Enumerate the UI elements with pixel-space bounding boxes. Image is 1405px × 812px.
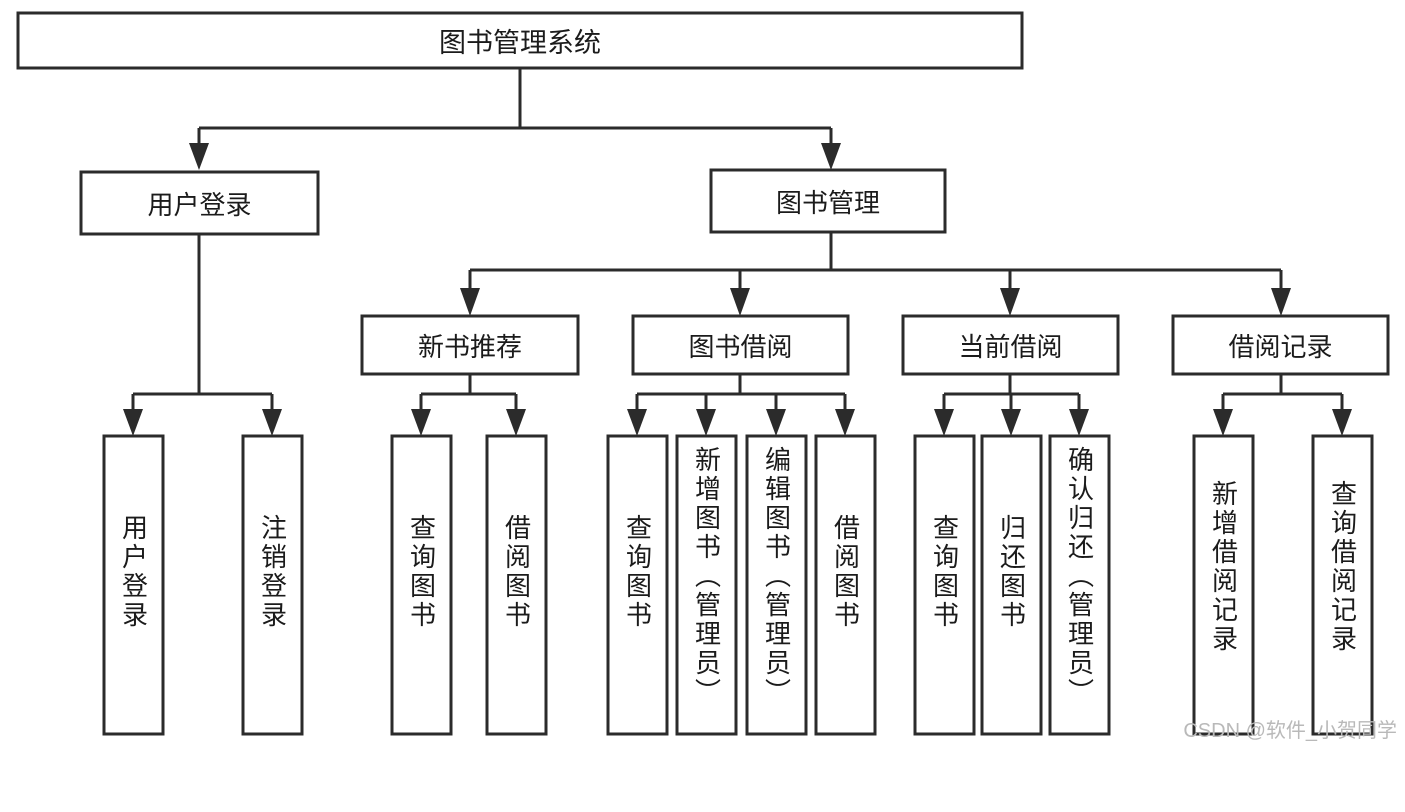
node-box-leaf-query-book-borrow[interactable] xyxy=(606,434,669,736)
flowchart-canvas xyxy=(16,11,1390,736)
arrow-head-leaf-query-book-borrow xyxy=(627,409,647,436)
arrow-head-book-management xyxy=(821,143,841,170)
diagram-root: 图书管理系统 用户登录 图书管理 新书推荐 图书借阅 当前借阅 借阅记录 用户登… xyxy=(16,11,1397,742)
arrow-head-new-book-recommend xyxy=(460,288,480,316)
node-box-leaf-add-book[interactable] xyxy=(675,434,738,736)
node-box-book-management[interactable] xyxy=(709,168,947,234)
node-box-leaf-query-book-current[interactable] xyxy=(913,434,976,736)
arrow-head-leaf-borrow-book-rec xyxy=(506,409,526,436)
arrow-head-leaf-borrow-book xyxy=(835,409,855,436)
node-box-leaf-borrow-book-rec[interactable] xyxy=(485,434,548,736)
node-box-leaf-edit-book[interactable] xyxy=(745,434,808,736)
arrow-head-leaf-query-book-rec xyxy=(411,409,431,436)
node-box-borrow-record[interactable] xyxy=(1171,314,1390,376)
node-box-leaf-user-login[interactable] xyxy=(102,434,165,736)
arrow-head-leaf-edit-book xyxy=(766,409,786,436)
node-box-root[interactable] xyxy=(16,11,1024,70)
node-box-user-login[interactable] xyxy=(79,170,320,236)
arrow-head-user-login xyxy=(189,143,209,170)
node-box-leaf-confirm-return[interactable] xyxy=(1048,434,1111,736)
arrow-head-leaf-add-record xyxy=(1213,409,1233,436)
arrow-head-leaf-query-record xyxy=(1332,409,1352,436)
arrow-head-leaf-confirm-return xyxy=(1069,409,1089,436)
node-box-leaf-return-book[interactable] xyxy=(980,434,1043,736)
node-box-leaf-user-logout[interactable] xyxy=(241,434,304,736)
arrow-head-borrow-record xyxy=(1271,288,1291,316)
node-box-leaf-query-book-rec[interactable] xyxy=(390,434,453,736)
node-box-book-borrow[interactable] xyxy=(631,314,850,376)
arrow-head-current-borrow xyxy=(1000,288,1020,316)
arrow-head-leaf-user-logout xyxy=(262,409,282,436)
arrow-head-leaf-user-login xyxy=(123,409,143,436)
arrow-head-leaf-return-book xyxy=(1001,409,1021,436)
node-box-leaf-borrow-book[interactable] xyxy=(814,434,877,736)
node-box-current-borrow[interactable] xyxy=(901,314,1120,376)
arrow-head-leaf-query-book-current xyxy=(934,409,954,436)
arrow-head-leaf-add-book xyxy=(696,409,716,436)
arrow-head-book-borrow xyxy=(730,288,750,316)
node-box-leaf-add-record[interactable] xyxy=(1192,434,1255,736)
node-box-new-book-recommend[interactable] xyxy=(360,314,580,376)
node-box-leaf-query-record[interactable] xyxy=(1311,434,1374,736)
